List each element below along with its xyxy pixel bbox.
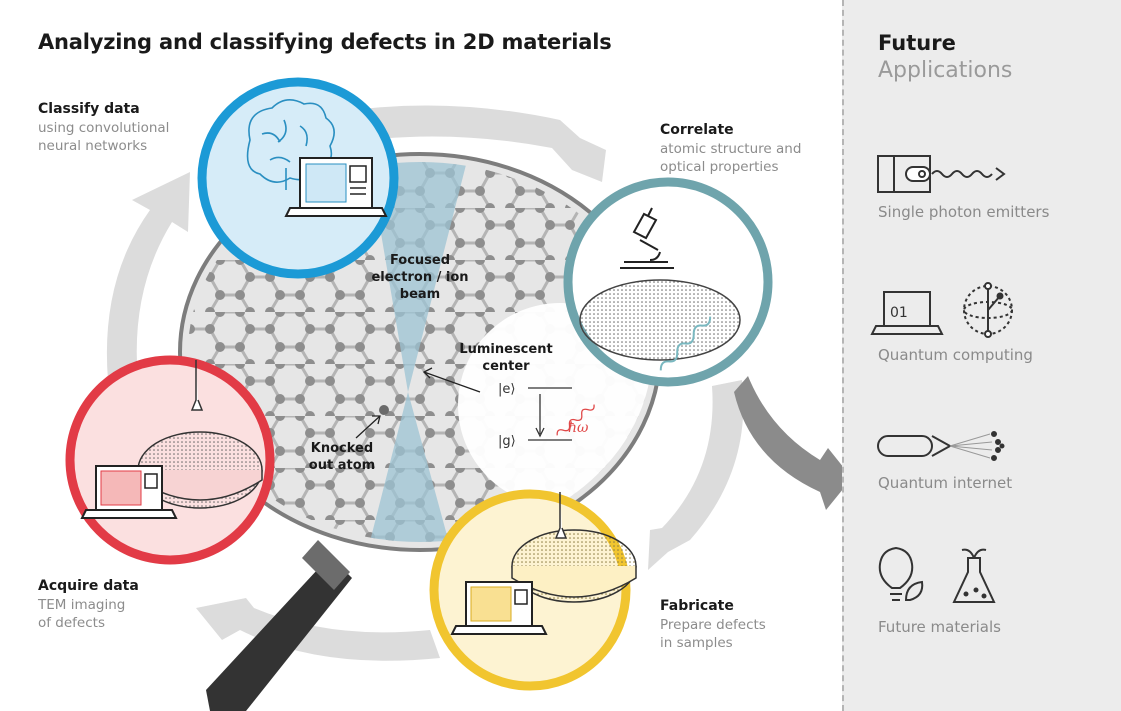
classify-line2: neural networks xyxy=(38,138,148,154)
future-applications-panel xyxy=(842,0,1121,711)
label-arrows xyxy=(355,367,481,439)
future-arrow xyxy=(734,376,852,510)
app-label-single-photon: Single photon emitters xyxy=(878,203,1050,221)
quantum-computing-icon xyxy=(870,282,1013,338)
qc-screen-text: 01 xyxy=(890,305,908,321)
correlate-line2: optical properties xyxy=(660,159,779,175)
beam-label-line1: Focused xyxy=(389,253,451,268)
luminescent-label-line1: Luminescent xyxy=(459,342,553,357)
state-g-label: |g⟩ xyxy=(498,434,516,449)
microscope-icon xyxy=(620,207,674,269)
classify-circle xyxy=(197,77,399,279)
fabricate-title: Fabricate xyxy=(660,598,734,614)
cycle-arrow-right xyxy=(648,380,744,570)
laptop-icon xyxy=(284,157,388,217)
app-label-quantum-internet: Quantum internet xyxy=(878,474,1013,492)
cycle-arrow-left xyxy=(106,172,190,380)
brain-icon xyxy=(246,99,335,190)
beam-label-line3: beam xyxy=(399,287,441,302)
fiber-optic-icon xyxy=(877,431,1005,461)
ion-beam xyxy=(350,162,480,542)
future-subheading: Applications xyxy=(878,58,1013,83)
knocked-label-line2: out atom xyxy=(308,458,376,473)
correlate-circle xyxy=(563,177,773,387)
fabricate-circle xyxy=(429,489,637,691)
acquire-line2: of defects xyxy=(38,615,105,631)
page-title: Analyzing and classifying defects in 2D … xyxy=(38,30,612,54)
correlate-title: Correlate xyxy=(660,122,734,138)
app-label-future-materials: Future materials xyxy=(878,618,1001,636)
fabricate-line2: in samples xyxy=(660,635,733,651)
beam-label-line2: electron / ion xyxy=(371,270,469,285)
magnifier-handle xyxy=(206,540,352,711)
photon-energy-label: ħω xyxy=(568,420,589,436)
fabricate-line1: Prepare defects xyxy=(660,617,766,633)
cycle-arrow-bottom xyxy=(196,598,440,661)
laptop-icon xyxy=(80,465,178,519)
future-heading: Future xyxy=(878,31,956,55)
state-e-label: |e⟩ xyxy=(498,382,515,397)
luminescent-label: Luminescent center xyxy=(448,341,564,375)
app-label-quantum-computing: Quantum computing xyxy=(878,346,1033,364)
laptop-icon xyxy=(450,581,548,635)
knocked-label-line1: Knocked xyxy=(310,441,374,456)
classify-title: Classify data xyxy=(38,101,140,117)
luminescent-label-line2: center xyxy=(482,359,530,374)
classify-line1: using convolutional xyxy=(38,120,170,136)
photon-emitter-icon xyxy=(877,155,1006,193)
acquire-line1: TEM imaging xyxy=(38,597,126,613)
beam-label: Focused electron / ion beam xyxy=(364,252,476,303)
correlate-line1: atomic structure and xyxy=(660,141,802,157)
materials-icon xyxy=(878,546,996,603)
acquire-title: Acquire data xyxy=(38,578,139,594)
energy-diagram xyxy=(528,387,595,441)
knocked-label: Knocked out atom xyxy=(296,440,388,474)
knocked-out-atom xyxy=(379,405,389,415)
acquire-circle xyxy=(65,355,275,565)
